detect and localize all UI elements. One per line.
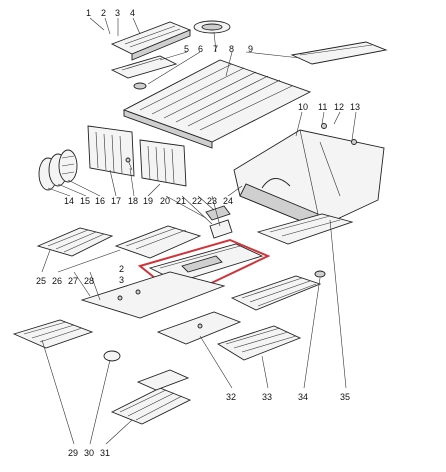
callout-26: 26 bbox=[52, 276, 62, 286]
part-6-cap bbox=[133, 82, 147, 90]
leader-lines bbox=[41, 17, 357, 445]
callout-24: 24 bbox=[223, 196, 233, 206]
part-26-tunnel-piece bbox=[114, 225, 202, 259]
part-4-tunnel-cover bbox=[110, 21, 192, 61]
part-23-small-bracket bbox=[209, 219, 233, 239]
part-29-left-lower-mat bbox=[12, 319, 94, 349]
callout-10: 10 bbox=[298, 102, 308, 112]
callout-13: 13 bbox=[350, 102, 360, 112]
callout-33: 33 bbox=[262, 392, 272, 402]
part-17-left-panel bbox=[87, 125, 135, 177]
callout-5: 5 bbox=[184, 44, 189, 54]
callout-17: 17 bbox=[111, 196, 121, 206]
callout-4: 4 bbox=[130, 8, 135, 18]
callout-30: 30 bbox=[84, 448, 94, 458]
callout-7: 7 bbox=[213, 44, 218, 54]
callout-9: 9 bbox=[248, 44, 253, 54]
part-33-lower-mat bbox=[216, 325, 302, 361]
callout-22: 22 bbox=[192, 196, 202, 206]
part-highlighted-floor-section bbox=[148, 243, 264, 283]
callout-27: 27 bbox=[68, 276, 78, 286]
callout-19: 19 bbox=[143, 196, 153, 206]
callout-14: 14 bbox=[64, 196, 74, 206]
callout-21: 21 bbox=[176, 196, 186, 206]
callout-31: 31 bbox=[100, 448, 110, 458]
part-34-plug bbox=[314, 270, 326, 278]
callout-25: 25 bbox=[36, 276, 46, 286]
part-beam bbox=[256, 213, 354, 245]
callout-3-lower: 3 bbox=[119, 275, 124, 285]
callout-1: 1 bbox=[86, 8, 91, 18]
part-34-rear-mat bbox=[230, 275, 322, 311]
part-22-bracket bbox=[205, 205, 231, 221]
part-30-plug bbox=[103, 350, 121, 362]
callout-2: 2 bbox=[101, 8, 106, 18]
callout-18: 18 bbox=[128, 196, 138, 206]
part-7-oval-plate bbox=[193, 20, 231, 34]
callout-35: 35 bbox=[340, 392, 350, 402]
part-31-strip bbox=[136, 369, 190, 391]
callout-8: 8 bbox=[229, 44, 234, 54]
part-25-left-mat bbox=[36, 227, 114, 257]
callout-20: 20 bbox=[160, 196, 170, 206]
callout-3: 3 bbox=[115, 8, 120, 18]
callout-29: 29 bbox=[68, 448, 78, 458]
callout-23: 23 bbox=[207, 196, 217, 206]
part-28-lower-plate bbox=[80, 271, 226, 319]
part-32-center-plate bbox=[156, 311, 242, 345]
part-9-rear-strip bbox=[290, 41, 388, 65]
callout-28: 28 bbox=[84, 276, 94, 286]
part-18-bolt bbox=[125, 157, 133, 171]
callout-2-lower: 2 bbox=[119, 264, 124, 274]
part-19-right-panel bbox=[139, 139, 187, 187]
part-5-panel bbox=[110, 55, 178, 79]
callout-32: 32 bbox=[226, 392, 236, 402]
callout-12: 12 bbox=[334, 102, 344, 112]
part-31-bottom-mat bbox=[110, 387, 192, 425]
callout-34: 34 bbox=[298, 392, 308, 402]
callout-6: 6 bbox=[198, 44, 203, 54]
callout-16: 16 bbox=[95, 196, 105, 206]
part-13-rear-bulkhead bbox=[233, 123, 385, 229]
part-16-lens bbox=[58, 149, 78, 183]
callout-11: 11 bbox=[318, 102, 327, 112]
callout-labels: 1 2 3 4 5 6 7 8 9 10 11 12 13 14 15 16 1… bbox=[36, 8, 360, 458]
part-8-floor-pan bbox=[122, 59, 312, 149]
callout-15: 15 bbox=[80, 196, 90, 206]
